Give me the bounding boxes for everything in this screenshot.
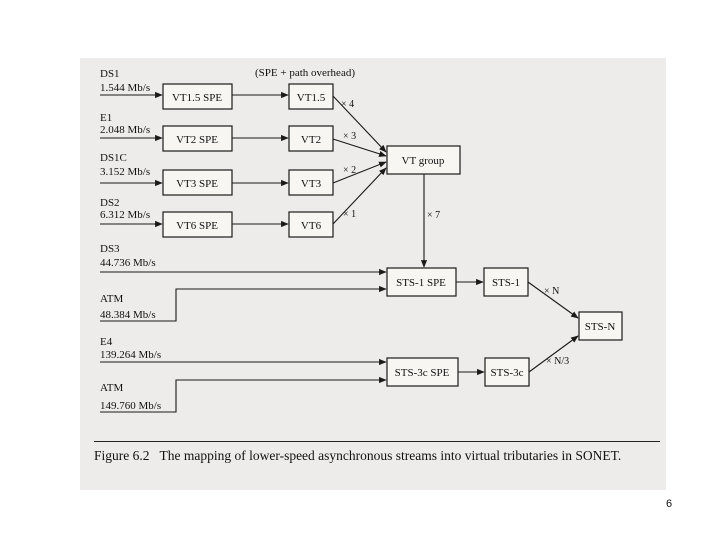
arrow-vt15-to-group: [332, 95, 387, 153]
input-ds3-name: DS3: [100, 243, 120, 255]
arrow-vt3-to-group: [332, 161, 387, 184]
svg-text:STS-3c SPE: STS-3c SPE: [395, 367, 450, 379]
input-atm2-name: ATM: [100, 382, 123, 394]
box-vt15: VT1.5: [288, 83, 334, 110]
input-atm1-rate: 48.384 Mb/s: [100, 309, 156, 321]
mult-vt2: × 3: [343, 131, 356, 142]
page-number: 6: [666, 498, 673, 510]
svg-text:STS-1: STS-1: [492, 277, 520, 289]
svg-text:STS-1 SPE: STS-1 SPE: [396, 277, 446, 289]
svg-text:STS-N: STS-N: [585, 321, 616, 333]
arrow-vt6-to-group: [332, 167, 387, 225]
input-ds1-rate: 1.544 Mb/s: [100, 82, 150, 94]
box-sts1: STS-1: [483, 267, 529, 297]
svg-text:VT group: VT group: [402, 155, 445, 167]
svg-text:VT2: VT2: [301, 134, 321, 146]
figure-caption: Figure 6.2 The mapping of lower-speed asy…: [94, 447, 660, 465]
mult-vt6: × 1: [343, 209, 356, 220]
caption-figure-label: Figure 6.2: [94, 448, 150, 463]
input-ds1-name: DS1: [100, 68, 120, 80]
arrow-vt2-to-group: [332, 138, 387, 157]
mult-vt15: × 4: [341, 99, 354, 110]
arrow-sts1-to-stsn: [527, 281, 579, 319]
box-sts3c-spe: STS-3c SPE: [386, 357, 459, 387]
arrow-atm2: [100, 376, 387, 413]
box-vt3-spe: VT3 SPE: [162, 169, 233, 196]
input-ds2-name: DS2: [100, 197, 120, 209]
arrow-atm1: [100, 285, 387, 322]
caption-text: The mapping of lower-speed asynchronous …: [159, 448, 622, 463]
svg-text:VT3 SPE: VT3 SPE: [176, 178, 218, 190]
svg-text:VT1.5 SPE: VT1.5 SPE: [172, 92, 222, 104]
input-e4-name: E4: [100, 336, 113, 348]
box-sts1-spe: STS-1 SPE: [386, 267, 457, 297]
caption-rule: [94, 441, 660, 442]
box-vt2-spe: VT2 SPE: [162, 125, 233, 152]
arrow-sts3c-to-stsn: [528, 335, 579, 373]
input-atm2-rate: 149.760 Mb/s: [100, 400, 161, 412]
svg-text:VT1.5: VT1.5: [297, 92, 326, 104]
mult-vt3: × 2: [343, 165, 356, 176]
box-stsn: STS-N: [578, 311, 623, 341]
box-vt2: VT2: [288, 125, 334, 152]
box-vt6-spe: VT6 SPE: [162, 211, 233, 238]
svg-text:VT6 SPE: VT6 SPE: [176, 220, 218, 232]
input-e1-rate: 2.048 Mb/s: [100, 124, 150, 136]
input-atm1-name: ATM: [100, 293, 123, 305]
box-vt15-spe: VT1.5 SPE: [162, 83, 233, 110]
mult-sts1: × N: [544, 286, 559, 297]
input-ds1c-rate: 3.152 Mb/s: [100, 166, 150, 178]
svg-text:VT3: VT3: [301, 178, 322, 190]
input-ds3-rate: 44.736 Mb/s: [100, 257, 156, 269]
mult-vt-group: × 7: [427, 210, 440, 221]
svg-text:STS-3c: STS-3c: [491, 367, 524, 379]
box-vt-group: VT group: [386, 145, 461, 175]
svg-text:VT2 SPE: VT2 SPE: [176, 134, 218, 146]
input-e4-rate: 139.264 Mb/s: [100, 349, 161, 361]
input-e1-name: E1: [100, 112, 112, 124]
mult-sts3c: × N/3: [546, 356, 569, 367]
box-vt3: VT3: [288, 169, 334, 196]
input-ds1c-name: DS1C: [100, 152, 127, 164]
box-vt6: VT6: [288, 211, 334, 238]
header-note: (SPE + path overhead): [255, 67, 355, 79]
svg-text:VT6: VT6: [301, 220, 322, 232]
input-ds2-rate: 6.312 Mb/s: [100, 209, 150, 221]
box-sts3c: STS-3c: [484, 357, 530, 387]
